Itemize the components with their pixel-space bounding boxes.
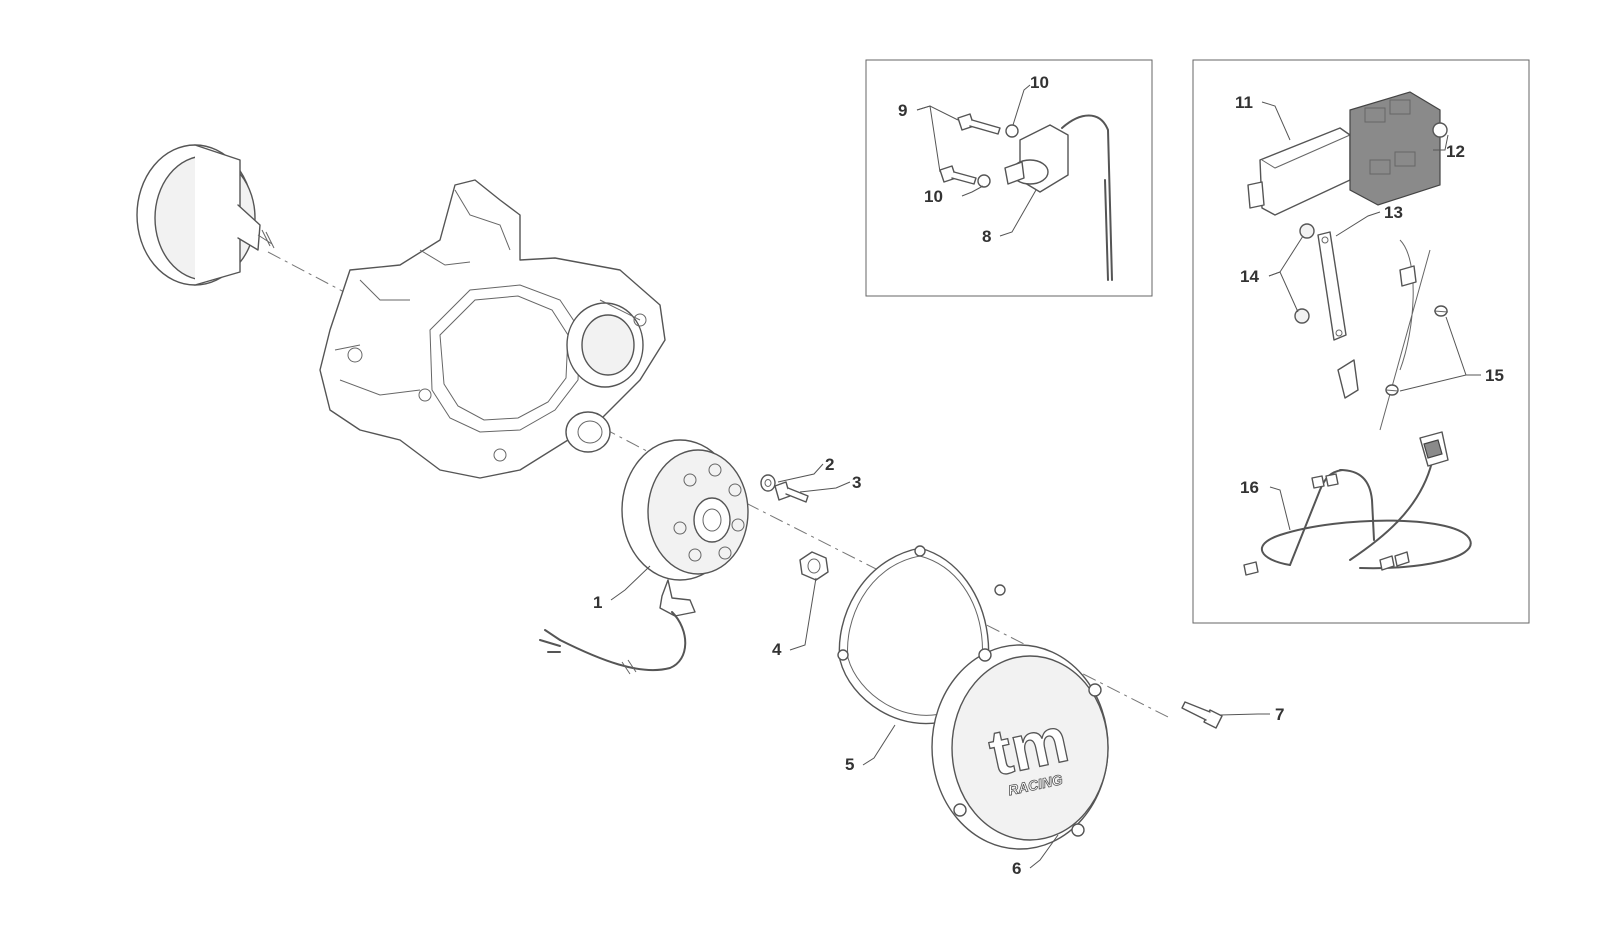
part-13-mounting-bracket <box>1317 231 1431 431</box>
part-6-ignition-cover: tm RACING <box>931 644 1109 850</box>
part-9-coil-bolts <box>939 113 1001 185</box>
crankshaft-flywheel <box>136 144 275 286</box>
callout-1: 1 <box>593 593 602 612</box>
callout-2: 2 <box>825 455 834 474</box>
callout-labels: 1 2 3 4 5 6 7 8 9 10 10 11 12 13 14 15 1… <box>593 73 1504 878</box>
part-3-screw <box>774 481 809 503</box>
ignition-coil-box <box>865 59 1153 297</box>
crankcase-half <box>319 179 666 479</box>
callout-11: 11 <box>1235 93 1253 112</box>
callout-7: 7 <box>1275 705 1284 724</box>
part-10-coil-washers <box>977 124 1019 188</box>
callout-13: 13 <box>1384 203 1403 222</box>
callout-3: 3 <box>852 473 861 492</box>
callout-4: 4 <box>772 640 782 659</box>
callout-10-top: 10 <box>1030 73 1049 92</box>
callout-6: 6 <box>1012 859 1021 878</box>
part-2-washer <box>760 474 776 492</box>
part-12-voltage-regulator <box>1349 91 1448 206</box>
part-8-ignition-coil <box>1004 114 1113 281</box>
callout-8: 8 <box>982 227 991 246</box>
callout-9: 9 <box>898 101 907 120</box>
callout-5: 5 <box>845 755 854 774</box>
electronics-box <box>1192 59 1530 624</box>
part-11-cdi-unit <box>1247 127 1351 216</box>
part-4-nut <box>799 551 829 581</box>
part-7-screw <box>1181 701 1223 729</box>
part-1-stator <box>539 439 749 675</box>
callout-12: 12 <box>1446 142 1465 161</box>
callout-16: 16 <box>1240 478 1259 497</box>
part-14-rubber-grommets <box>1294 223 1315 324</box>
part-16-wiring-harness <box>1243 431 1472 576</box>
callout-10-bottom: 10 <box>924 187 943 206</box>
callout-14: 14 <box>1240 267 1259 286</box>
part-15-screws <box>1385 305 1449 396</box>
cover-logo-main: tm <box>983 703 1074 790</box>
leader-lines <box>610 84 1481 869</box>
callout-15: 15 <box>1485 366 1504 385</box>
